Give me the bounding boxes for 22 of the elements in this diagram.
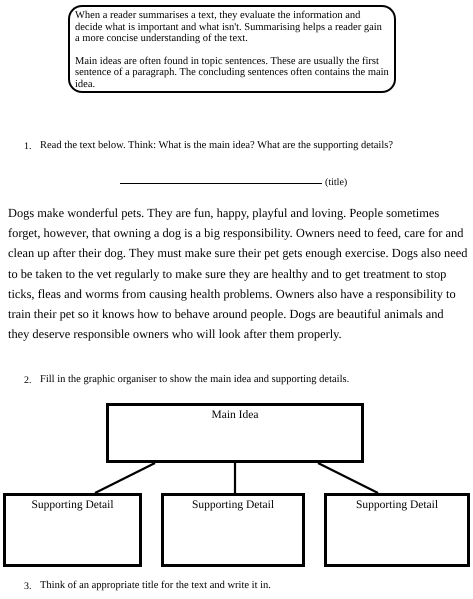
title-hint: (title) bbox=[325, 176, 348, 190]
reading-passage: Dogs make wonderful pets. They are fun, happy, playful and loving. People sometimes forget, however, that owning a dog is a big responsibility. Owners need to feed, care for and clean up after their dog. They must make sure their pet gets enough exercise. Dogs also need to be taken to the vet regularly to make sure they are healthy and to get treatment to stop ticks, fleas and worms from causing health problems. Owners also have a responsibility to train their pet so it knows how to behave around people. Dogs are beautiful animals and they deserve responsible owners who will look after them properly. bbox=[8, 205, 468, 344]
info-paragraph: When a reader summarises a text, they evaluate the information and decide what is important and what isn't. Summarising helps a reader gain a more concise understanding of the text. bbox=[75, 10, 383, 44]
question-number: 2. bbox=[24, 374, 32, 388]
box-heading: Supporting Detail bbox=[30, 498, 115, 512]
detail-box bbox=[324, 493, 470, 567]
connector-line bbox=[318, 462, 378, 494]
box-heading: Supporting Detail bbox=[190, 498, 276, 512]
detail-box bbox=[161, 493, 305, 567]
question-number: 1. bbox=[24, 140, 32, 154]
info-box bbox=[68, 5, 396, 93]
info-paragraph: Main ideas are often found in topic sentences. These are usually the first sentence of a paragraph. The concluding sentences often contains the main idea. bbox=[75, 56, 389, 90]
connector-line bbox=[234, 463, 236, 493]
box-heading: Supporting Detail bbox=[354, 498, 440, 512]
box-heading: Main Idea bbox=[210, 408, 260, 422]
question-text: Read the text below. Think: What is the main idea? What are the supporting details? bbox=[40, 139, 394, 153]
question-text: Think of an appropriate title for the text and write it in. bbox=[40, 579, 271, 593]
connector-line bbox=[94, 462, 156, 494]
detail-box bbox=[3, 493, 142, 567]
main-idea-box bbox=[106, 403, 364, 463]
question-text: Fill in the graphic organiser to show the main idea and supporting details. bbox=[40, 373, 350, 387]
question-number: 3. bbox=[24, 580, 32, 594]
